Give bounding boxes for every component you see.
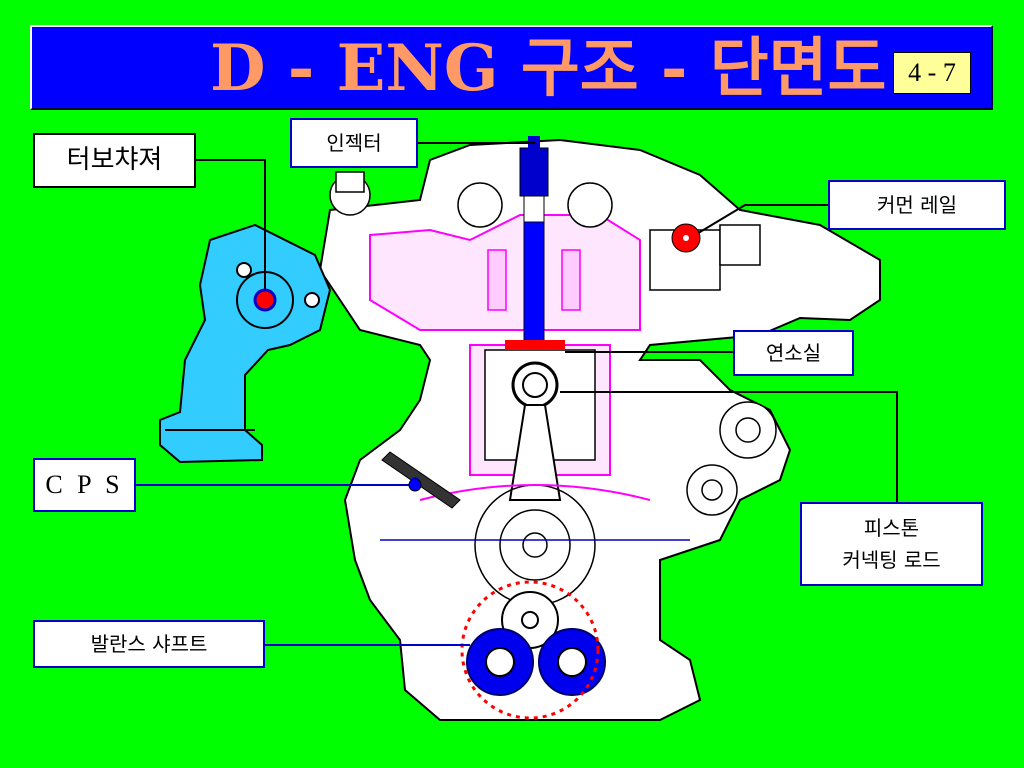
cps-marker — [408, 478, 422, 492]
turbocharger-label: 터보챠져 — [33, 133, 196, 188]
callout-markers — [253, 223, 701, 492]
common-rail-label: 커먼 레일 — [828, 180, 1006, 230]
injector-highlight — [519, 136, 549, 341]
page-title: D - ENG 구조 - 단면도 — [210, 31, 887, 106]
page-number-badge: 4 - 7 — [893, 52, 971, 94]
turbocharger-marker — [253, 288, 277, 312]
right-accessories — [686, 401, 777, 516]
callout-lines — [136, 142, 898, 646]
balance-shaft-label: 발란스 샤프트 — [33, 620, 265, 668]
combustion-chamber-label: 연소실 — [733, 330, 854, 376]
piston-label-line2: 커넥팅 로드 — [842, 548, 941, 572]
cylinder-head — [329, 171, 761, 331]
injector-label: 인젝터 — [290, 118, 418, 168]
title-bar: D - ENG 구조 - 단면도 — [30, 25, 993, 110]
turbocharger-highlight — [159, 223, 332, 464]
cylinder-and-piston — [469, 340, 611, 501]
piston-label-line1: 피스톤 — [863, 516, 920, 540]
balance-shafts — [460, 580, 606, 720]
cps-label: C P S — [33, 458, 136, 512]
piston-connecting-rod-label: 피스톤 커넥팅 로드 — [800, 502, 983, 586]
